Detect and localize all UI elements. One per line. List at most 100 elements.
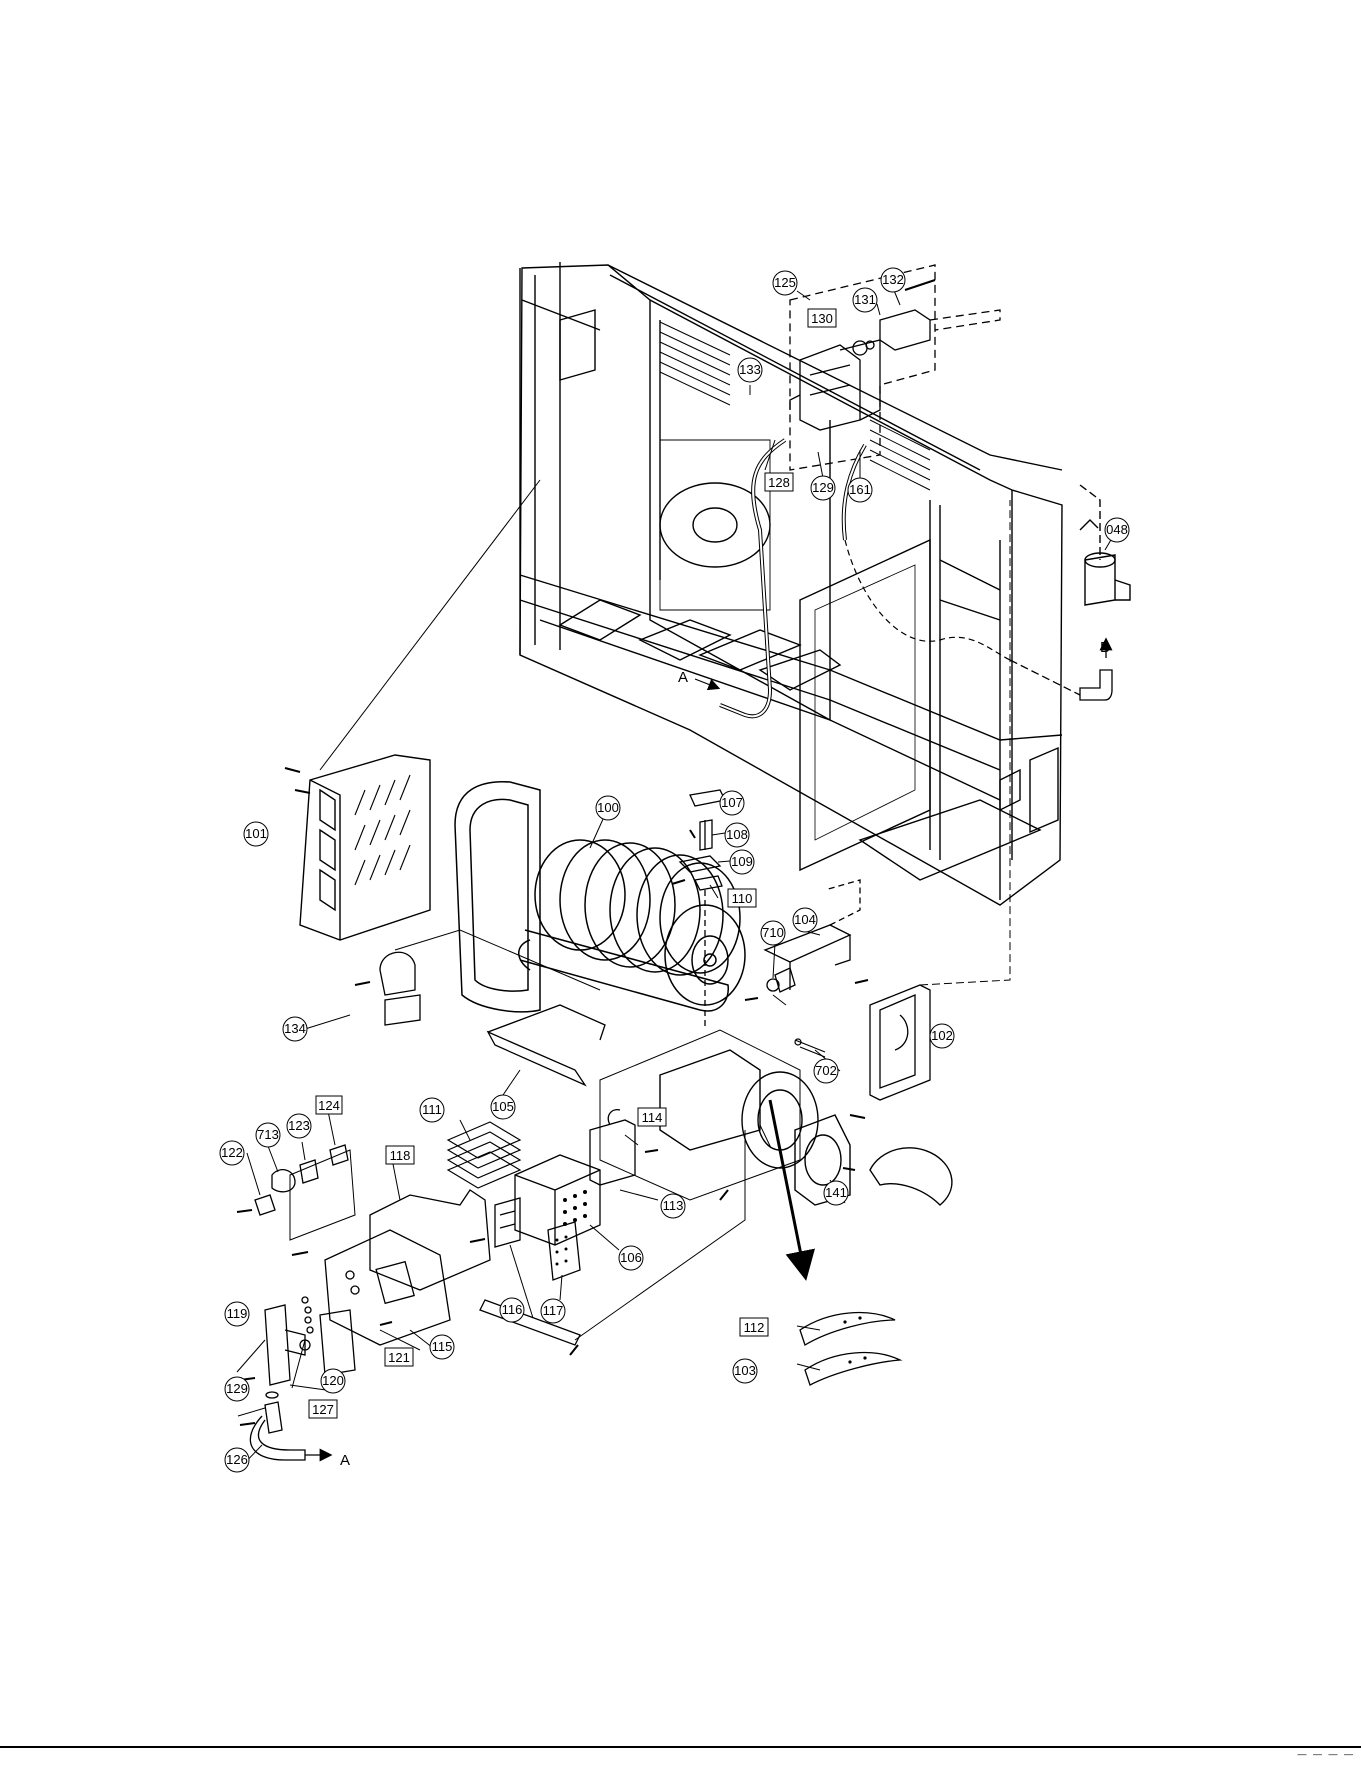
callout-125: 125 bbox=[773, 271, 797, 295]
callout-710: 710 bbox=[761, 921, 785, 945]
callout-119: 119 bbox=[225, 1302, 249, 1326]
svg-text:129: 129 bbox=[812, 480, 834, 495]
callout-box-127: 127 bbox=[309, 1400, 337, 1418]
svg-text:126: 126 bbox=[226, 1452, 248, 1467]
svg-text:127: 127 bbox=[312, 1402, 334, 1417]
callout-box-128: 128 bbox=[765, 473, 793, 491]
svg-text:134: 134 bbox=[284, 1021, 306, 1036]
callout-box-110: 110 bbox=[728, 889, 756, 907]
callout-131: 131 bbox=[853, 288, 877, 312]
svg-text:106: 106 bbox=[620, 1250, 642, 1265]
callout-box-118: 118 bbox=[386, 1146, 414, 1164]
svg-text:111: 111 bbox=[422, 1102, 442, 1117]
callout-107: 107 bbox=[720, 791, 744, 815]
callout-126: 126 bbox=[225, 1448, 249, 1472]
gas-valve-assembly bbox=[790, 265, 1000, 470]
letter-a-bottom: A bbox=[340, 1452, 350, 1469]
callout-box-114: 114 bbox=[638, 1108, 666, 1126]
callout-108: 108 bbox=[725, 823, 749, 847]
svg-text:141: 141 bbox=[825, 1185, 847, 1200]
callout-161: 161 bbox=[848, 478, 872, 502]
letter-b: B bbox=[1100, 639, 1110, 656]
part-122-124-valves bbox=[237, 1145, 348, 1215]
svg-text:121: 121 bbox=[388, 1350, 410, 1365]
svg-text:710: 710 bbox=[762, 925, 784, 940]
svg-text:133: 133 bbox=[739, 362, 761, 377]
svg-text:101: 101 bbox=[245, 826, 267, 841]
svg-text:119: 119 bbox=[227, 1306, 248, 1321]
callout-105: 105 bbox=[491, 1095, 515, 1119]
callout-134: 134 bbox=[283, 1017, 307, 1041]
callout-106: 103 bbox=[733, 1359, 757, 1383]
callout-111: 111 bbox=[420, 1098, 444, 1122]
callout-133: 133 bbox=[738, 358, 762, 382]
part-101-side-shield bbox=[285, 480, 540, 940]
svg-text:103: 103 bbox=[734, 1363, 756, 1378]
part-116-clip bbox=[470, 1198, 520, 1247]
callout-104: 106 bbox=[619, 1246, 643, 1270]
callout-117: 117 bbox=[541, 1299, 565, 1323]
lower-strip bbox=[480, 1130, 745, 1355]
callout-100: 100 bbox=[596, 796, 620, 820]
svg-text:109: 109 bbox=[731, 854, 753, 869]
callout-713: 713 bbox=[256, 1123, 280, 1147]
part-104-burner-block bbox=[515, 1155, 600, 1245]
svg-text:116: 116 bbox=[502, 1302, 523, 1317]
callout-box-130: 130 bbox=[808, 309, 836, 327]
page-bottom-rule bbox=[0, 1746, 1361, 1748]
leader-lines bbox=[237, 288, 1115, 1470]
svg-text:104: 104 bbox=[794, 912, 816, 927]
svg-text:161: 161 bbox=[849, 482, 871, 497]
callout-109: 109 bbox=[730, 850, 754, 874]
callouts: 125 131 132 133 129 161 048 100 107 108 … bbox=[220, 268, 1129, 1472]
footer-mark: — — — — bbox=[1297, 1749, 1355, 1759]
callout-116: 116 bbox=[500, 1298, 524, 1322]
callout-123: 123 bbox=[287, 1114, 311, 1138]
callout-101: 101 bbox=[244, 822, 268, 846]
svg-text:118: 118 bbox=[390, 1148, 411, 1163]
part-117-plate bbox=[548, 1222, 580, 1280]
part-112-106-inset bbox=[800, 1313, 900, 1385]
svg-text:128: 128 bbox=[768, 475, 790, 490]
svg-text:107: 107 bbox=[721, 795, 743, 810]
callout-103: 104 bbox=[793, 908, 817, 932]
svg-text:123: 123 bbox=[288, 1118, 310, 1133]
svg-text:132: 132 bbox=[882, 272, 904, 287]
callout-141: 141 bbox=[824, 1181, 848, 1205]
part-111-burner-plates bbox=[448, 1122, 520, 1188]
callout-129b: 129 bbox=[225, 1377, 249, 1401]
callout-129a: 129 bbox=[811, 476, 835, 500]
callout-115: 115 bbox=[430, 1335, 454, 1359]
svg-text:112: 112 bbox=[744, 1320, 765, 1335]
svg-text:122: 122 bbox=[221, 1145, 243, 1160]
callout-box-121: 121 bbox=[385, 1348, 413, 1366]
svg-text:120: 120 bbox=[322, 1373, 344, 1388]
part-105-strip bbox=[488, 1005, 605, 1085]
svg-text:110: 110 bbox=[732, 891, 753, 906]
callout-box-124: 124 bbox=[316, 1096, 342, 1114]
svg-text:113: 113 bbox=[663, 1198, 684, 1213]
callout-box-112: 112 bbox=[740, 1318, 768, 1336]
letter-a-top: A bbox=[678, 669, 688, 686]
callout-122: 122 bbox=[220, 1141, 244, 1165]
callout-132: 132 bbox=[881, 268, 905, 292]
svg-text:115: 115 bbox=[432, 1339, 453, 1354]
callout-702: 702 bbox=[814, 1059, 838, 1083]
svg-text:102: 102 bbox=[931, 1028, 953, 1043]
svg-text:702: 702 bbox=[815, 1063, 837, 1078]
svg-text:125: 125 bbox=[774, 275, 796, 290]
svg-text:105: 105 bbox=[492, 1099, 514, 1114]
part-048-fitting bbox=[1080, 485, 1130, 605]
svg-text:048: 048 bbox=[1106, 522, 1128, 537]
svg-text:117: 117 bbox=[543, 1303, 564, 1318]
svg-text:130: 130 bbox=[811, 311, 833, 326]
svg-text:713: 713 bbox=[257, 1127, 279, 1142]
part-134-clamp bbox=[355, 930, 600, 1025]
svg-text:108: 108 bbox=[726, 827, 748, 842]
callout-048: 048 bbox=[1105, 518, 1129, 542]
svg-text:131: 131 bbox=[854, 292, 876, 307]
svg-text:124: 124 bbox=[318, 1098, 340, 1113]
svg-text:100: 100 bbox=[597, 800, 619, 815]
